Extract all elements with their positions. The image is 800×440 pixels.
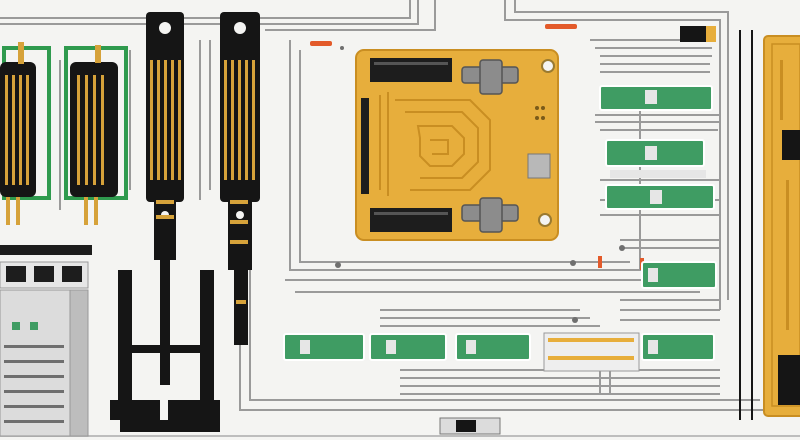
board-holes <box>538 59 555 227</box>
main-gold-board <box>355 49 559 241</box>
board-connector-bottom <box>461 197 519 233</box>
strip-pins <box>150 60 255 304</box>
board-header-bottom <box>370 208 452 232</box>
board-connector-top <box>461 59 519 95</box>
right-outline <box>739 30 753 420</box>
board-side-pins <box>361 98 369 194</box>
left-dip-boards <box>0 42 128 225</box>
bottom-modules <box>283 332 640 435</box>
module-r4 <box>641 261 717 289</box>
board-silkscreen <box>379 92 491 196</box>
tall-pcb-strips <box>110 12 260 432</box>
module-b1 <box>283 333 365 361</box>
module-r5 <box>641 333 715 361</box>
module-b2 <box>369 333 447 361</box>
board-header-top <box>370 58 452 82</box>
via-dots <box>335 46 625 323</box>
right-gold-board <box>763 35 800 417</box>
strip-holes <box>159 22 246 219</box>
board-chip <box>527 153 551 179</box>
right-modules <box>599 26 717 361</box>
left-breadboard-panel <box>0 245 92 437</box>
